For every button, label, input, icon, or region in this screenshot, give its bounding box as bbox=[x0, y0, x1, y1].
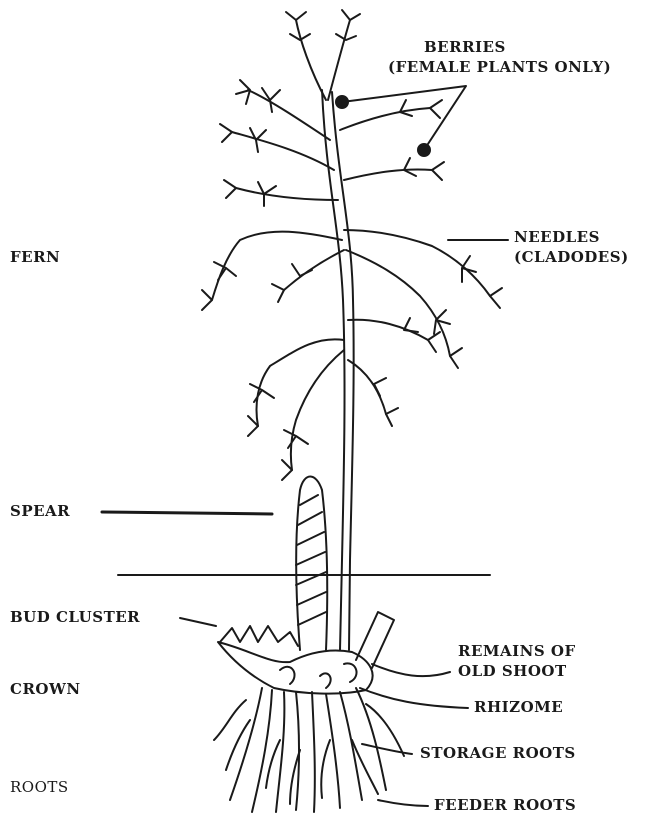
feeder-roots-leader bbox=[378, 800, 428, 806]
needles-label: NEEDLES bbox=[514, 228, 600, 246]
berries-label: BERRIES bbox=[424, 38, 506, 56]
rhizome-label: RHIZOME bbox=[474, 698, 563, 716]
remains-label: REMAINS OF bbox=[458, 642, 576, 660]
berries-leader bbox=[342, 86, 466, 150]
spear-scales bbox=[296, 495, 326, 625]
fern-foliage bbox=[202, 10, 502, 480]
storage-roots-leader bbox=[362, 744, 412, 754]
spear-leader bbox=[102, 512, 272, 514]
feeder-roots-label: FEEDER ROOTS bbox=[434, 796, 576, 814]
bud-cluster-leader bbox=[180, 618, 216, 626]
bud-cluster-shape bbox=[220, 626, 298, 646]
roots-label: ROOTS bbox=[10, 778, 69, 796]
berries-sublabel: (FEMALE PLANTS ONLY) bbox=[388, 58, 611, 76]
rhizome-leader bbox=[360, 688, 468, 708]
spear-label: SPEAR bbox=[10, 502, 70, 520]
remains-sublabel: OLD SHOOT bbox=[458, 662, 567, 680]
remains-leader bbox=[372, 664, 450, 676]
root-system bbox=[214, 688, 404, 812]
crown-label: CROWN bbox=[10, 680, 81, 698]
fern-label: FERN bbox=[10, 248, 60, 266]
old-shoot-remains bbox=[356, 612, 394, 668]
needles-sublabel: (CLADODES) bbox=[514, 248, 629, 266]
bud-cluster-label: BUD CLUSTER bbox=[10, 608, 140, 626]
storage-roots-label: STORAGE ROOTS bbox=[420, 744, 576, 762]
rhizome-bumps bbox=[280, 663, 357, 688]
